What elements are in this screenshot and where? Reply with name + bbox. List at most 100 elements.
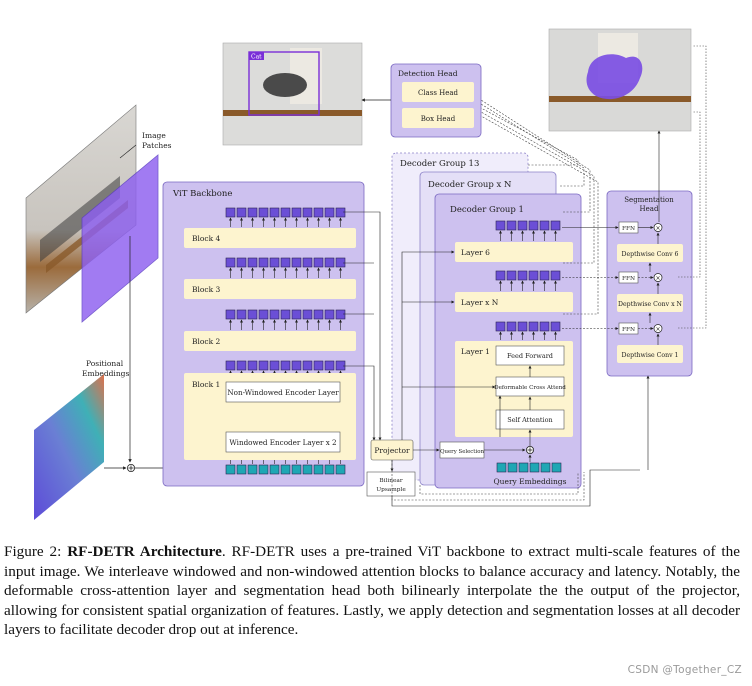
decoder-token <box>550 270 561 281</box>
vit-token <box>258 257 269 268</box>
depthwise-conv-box <box>617 244 683 262</box>
caption-prefix: Figure 2: <box>4 543 68 560</box>
vit-token <box>258 309 269 320</box>
decoder-group-bottom-links <box>391 460 585 501</box>
query-token <box>518 462 529 473</box>
vit-token <box>225 207 236 218</box>
input-token <box>324 464 335 475</box>
caption-body: . RF-DETR uses a pre-trained ViT backbon… <box>4 543 740 639</box>
segmentation-dotted-links <box>678 45 707 329</box>
decoder-token <box>506 270 517 281</box>
ffn-label: FFN <box>622 226 635 232</box>
block3-box <box>184 279 356 299</box>
decoder-token <box>550 220 561 231</box>
vit-backbone-title: ViT Backbone <box>172 189 232 199</box>
non-windowed-layer <box>225 381 341 403</box>
query-token <box>496 462 507 473</box>
image-patches-label-2: Patches <box>142 141 172 150</box>
block3-label: Block 3 <box>192 285 221 294</box>
cat-label: Cat <box>251 54 262 61</box>
vit-token <box>236 207 247 218</box>
decoder-token <box>517 321 528 332</box>
decoder-token <box>517 270 528 281</box>
query-token <box>551 462 562 473</box>
vit-token <box>269 360 280 371</box>
vit-token <box>247 207 258 218</box>
block2-box <box>184 331 356 351</box>
vit-token <box>302 309 313 320</box>
upsample-label: Upsample <box>376 487 406 493</box>
input-token <box>280 464 291 475</box>
deformable-cross-attend-label: Deformable Cross Attend <box>494 385 566 391</box>
vit-token <box>236 360 247 371</box>
vit-token <box>313 257 324 268</box>
multiply-node-icon <box>653 273 663 282</box>
vit-token <box>313 309 324 320</box>
decoder-token <box>550 321 561 332</box>
depthwise-conv-box <box>617 345 683 363</box>
box-head <box>402 108 474 128</box>
layer1-label: Layer 1 <box>461 347 490 356</box>
vit-token <box>280 309 291 320</box>
decoder-token <box>539 220 550 231</box>
image-patches-plane <box>81 154 159 323</box>
multiply-symbol: × <box>655 225 660 232</box>
input-token <box>225 464 236 475</box>
image-patches-label: Image <box>142 131 166 140</box>
depthwise-conv-label: Depthwise Conv 6 <box>622 251 679 258</box>
multiply-node-icon <box>653 223 663 232</box>
depthwise-conv-label: Depthwise Conv x N <box>618 301 682 308</box>
vit-token <box>258 207 269 218</box>
query-token <box>507 462 518 473</box>
vit-token <box>324 309 335 320</box>
layer6-box <box>455 242 573 262</box>
vit-token <box>269 257 280 268</box>
decoder-token <box>506 321 517 332</box>
block2-label: Block 2 <box>192 337 221 346</box>
block4-label: Block 4 <box>192 234 221 243</box>
vit-token <box>324 257 335 268</box>
decoder-token <box>495 270 506 281</box>
input-token <box>247 464 258 475</box>
decoder-token <box>495 321 506 332</box>
ffn-label: FFN <box>622 276 635 282</box>
vit-token <box>269 309 280 320</box>
decoder-group-1-title: Decoder Group 1 <box>450 205 524 215</box>
class-head <box>402 82 474 102</box>
depthwise-conv-box <box>617 294 683 312</box>
vit-token <box>258 360 269 371</box>
architecture-diagram: Image Patches Positional Embeddings ViT … <box>25 28 707 520</box>
vit-token <box>313 360 324 371</box>
decoder-token <box>506 220 517 231</box>
vit-token <box>280 257 291 268</box>
multiply-node-icon <box>653 324 663 333</box>
query-embeddings-label: Query Embeddings <box>494 477 567 486</box>
positional-embeddings <box>34 374 104 520</box>
vit-token <box>236 309 247 320</box>
vit-token <box>291 309 302 320</box>
vit-token <box>335 309 346 320</box>
vit-token <box>302 207 313 218</box>
decoder-to-detection-links <box>480 99 599 315</box>
vit-token <box>247 360 258 371</box>
vit-token <box>291 257 302 268</box>
positional-label-2: Embeddings <box>82 369 129 378</box>
decoder-token <box>528 321 539 332</box>
vit-token <box>247 257 258 268</box>
box-head-label: Box Head <box>421 115 456 123</box>
query-token <box>529 462 540 473</box>
class-head-label: Class Head <box>418 89 459 97</box>
input-token <box>236 464 247 475</box>
ffn-label: FFN <box>622 327 635 333</box>
vit-token <box>280 360 291 371</box>
block4-box <box>184 228 356 248</box>
input-token <box>335 464 346 475</box>
vit-token <box>280 207 291 218</box>
windowed-layer <box>225 431 341 453</box>
vit-token <box>225 360 236 371</box>
vit-token <box>225 309 236 320</box>
non-windowed-layer-label: Non-Windowed Encoder Layer <box>227 388 339 397</box>
query-token <box>540 462 551 473</box>
decoder-token <box>517 220 528 231</box>
segmentation-output-image <box>548 28 692 132</box>
